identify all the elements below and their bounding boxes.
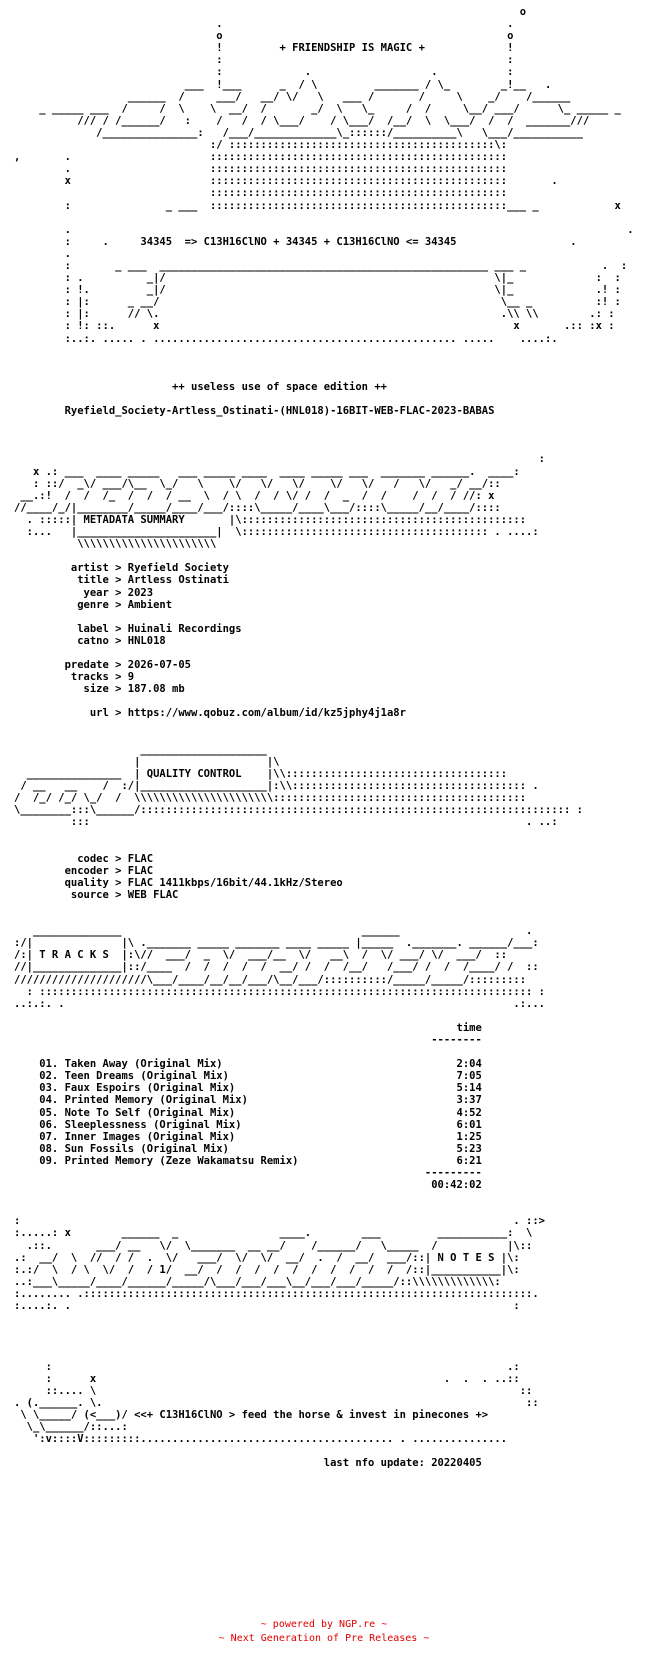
nfo-text: o . . o o ! bbox=[14, 6, 634, 1470]
ngp-link[interactable]: NGP.re bbox=[339, 1619, 376, 1630]
powered-by-line: ~ powered by NGP.re ~ bbox=[260, 1619, 388, 1630]
footer-tagline: ~ Next Generation of Pre Releases ~ bbox=[218, 1633, 430, 1644]
footer: ~ powered by NGP.re ~ ~ Next Generation … bbox=[0, 1618, 648, 1646]
